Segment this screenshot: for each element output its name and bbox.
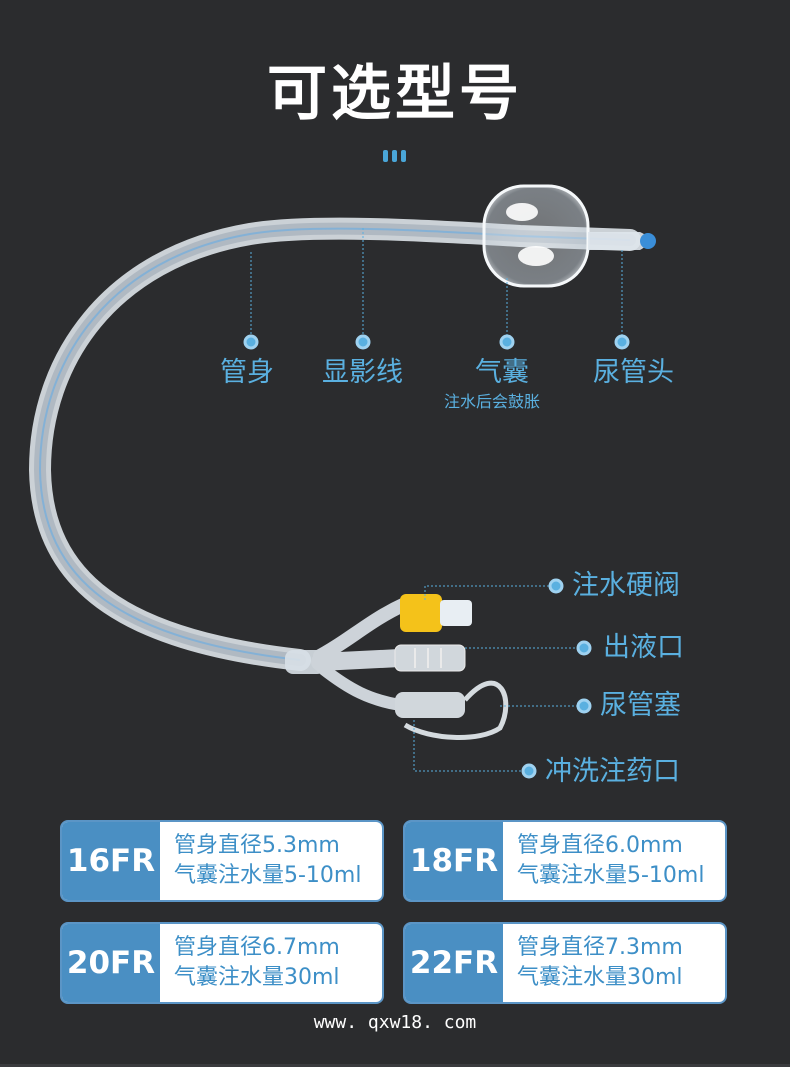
label-radiopaque-line: 显影线 xyxy=(322,357,403,388)
label-balloon-note: 注水后会鼓胀 xyxy=(444,392,541,411)
website-watermark: www. qxw18. com xyxy=(313,1012,477,1033)
bottom-divider xyxy=(0,1064,790,1067)
model-diameter: 管身直径5.3mm xyxy=(174,833,340,858)
model-size: 18FR xyxy=(405,822,503,900)
label-drainage-port: 出液口 xyxy=(603,632,684,663)
label-catheter-plug: 尿管塞 xyxy=(600,690,681,721)
catheter-illustration xyxy=(28,184,656,779)
balloon xyxy=(482,184,590,288)
model-balloon-volume: 气囊注水量30ml xyxy=(517,965,683,990)
title-decoration xyxy=(383,150,409,164)
valve xyxy=(400,594,472,632)
model-size: 16FR xyxy=(62,822,160,900)
model-card-22fr: 22FR 管身直径7.3mm 气囊注水量30ml xyxy=(403,922,727,1004)
callout-lines xyxy=(250,228,623,772)
model-card-16fr: 16FR 管身直径5.3mm 气囊注水量5-10ml xyxy=(60,820,384,902)
model-card-20fr: 20FR 管身直径6.7mm 气囊注水量30ml xyxy=(60,922,384,1004)
model-diameter: 管身直径6.7mm xyxy=(174,935,340,960)
label-balloon: 气囊 xyxy=(475,357,529,388)
catheter-tip xyxy=(588,232,649,250)
model-balloon-volume: 气囊注水量5-10ml xyxy=(517,863,705,888)
label-inflation-valve: 注水硬阀 xyxy=(572,570,680,601)
label-catheter-tip: 尿管头 xyxy=(593,357,674,388)
callout-dots xyxy=(243,334,630,779)
model-diameter: 管身直径6.0mm xyxy=(517,833,683,858)
catheter-branches xyxy=(285,597,509,740)
label-irrigation-port: 冲洗注药口 xyxy=(545,756,680,787)
page-title: 可选型号 xyxy=(267,59,523,129)
label-tube-body: 管身 xyxy=(220,357,274,388)
model-balloon-volume: 气囊注水量30ml xyxy=(174,965,340,990)
model-balloon-volume: 气囊注水量5-10ml xyxy=(174,863,362,888)
tip-cap xyxy=(640,233,656,249)
model-card-18fr: 18FR 管身直径6.0mm 气囊注水量5-10ml xyxy=(403,820,727,902)
model-diameter: 管身直径7.3mm xyxy=(517,935,683,960)
model-size: 20FR xyxy=(62,924,160,1002)
model-size: 22FR xyxy=(405,924,503,1002)
catheter-tube xyxy=(28,217,641,671)
